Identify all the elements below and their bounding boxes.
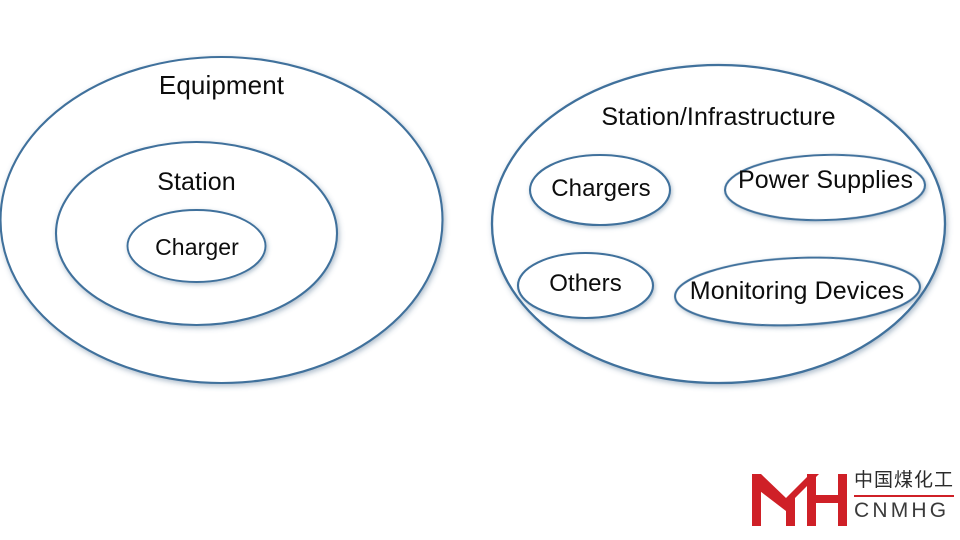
label-station: Station [157, 168, 236, 196]
company-logo: 中国煤化工 CNMHG [752, 466, 954, 530]
right-group [490, 63, 947, 385]
logo-english-name: CNMHG [854, 498, 950, 522]
ellipse-charger[interactable] [126, 209, 267, 283]
logo-divider-rule [854, 494, 954, 497]
ellipse-chargers[interactable] [528, 153, 672, 227]
label-power-supplies: Power Supplies [737, 166, 914, 194]
label-others: Others [549, 270, 622, 297]
myh-monogram-icon [752, 474, 847, 526]
label-equipment: Equipment [158, 70, 285, 100]
label-charger: Charger [155, 234, 239, 260]
ellipse-others[interactable] [516, 251, 655, 320]
ellipse-power-supplies[interactable] [723, 152, 927, 222]
ellipse-monitoring-devices[interactable] [674, 253, 922, 330]
label-chargers: Chargers [551, 175, 651, 202]
label-monitoring-devices: Monitoring Devices [689, 277, 905, 305]
label-station-infrastructure: Station/Infrastructure [601, 103, 836, 131]
logo-chinese-name: 中国煤化工 [854, 469, 955, 491]
left-group [0, 55, 444, 385]
logo-wordmark: 中国煤化工 CNMHG [854, 469, 954, 522]
